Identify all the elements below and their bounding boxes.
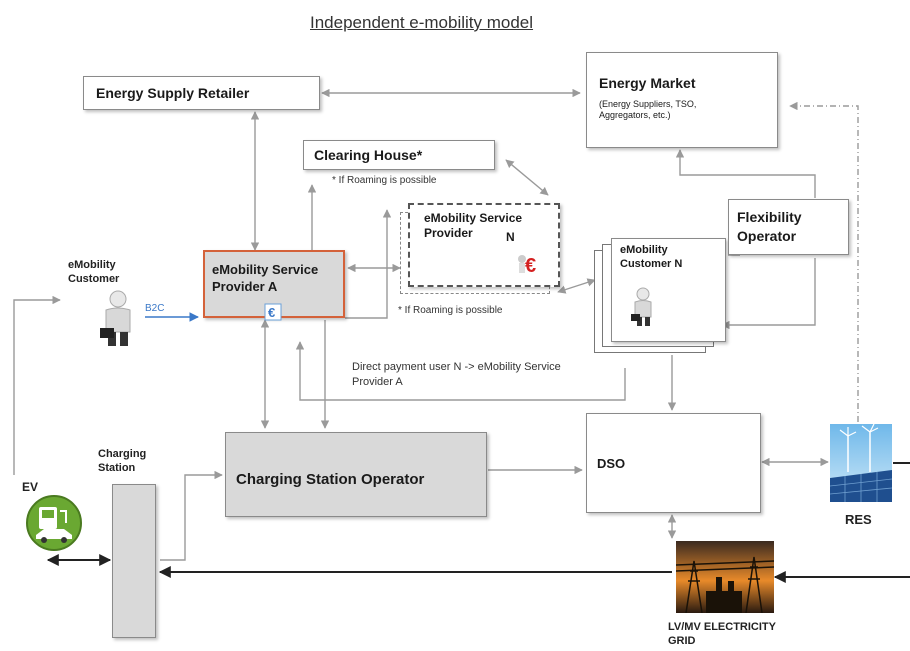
- b2c-label: B2C: [145, 303, 165, 314]
- energy-market-sublabel: (Energy Suppliers, TSO, Aggregators, etc…: [599, 99, 697, 120]
- solar-wind-icon: [829, 423, 893, 502]
- euro-icon: €: [263, 302, 285, 322]
- euro-icon: €: [514, 250, 540, 277]
- res-label: RES: [845, 512, 872, 527]
- power-plant-icon: [675, 541, 775, 614]
- esp-n-node: eMobility Service Provider N €: [408, 203, 560, 287]
- cso-label: Charging Station Operator: [236, 471, 425, 488]
- esp-n-note: * If Roaming is possible: [398, 305, 503, 316]
- charging-station-node: [112, 484, 156, 638]
- esp-n-label: eMobility Service Provider: [424, 211, 523, 240]
- clearing-house-node: Clearing House*: [303, 140, 495, 170]
- flexibility-operator-label: Flexibility Operator: [737, 209, 802, 244]
- person-icon: [96, 290, 140, 353]
- person-icon: [628, 287, 658, 330]
- esp-n-suffix: N: [506, 230, 515, 244]
- dso-label: DSO: [597, 456, 626, 471]
- charging-station-label: Charging Station: [98, 448, 147, 474]
- clearing-house-note: * If Roaming is possible: [332, 175, 437, 186]
- svg-text:€: €: [525, 255, 536, 276]
- ev-label: EV: [22, 480, 39, 494]
- dso-node: DSO: [586, 413, 761, 513]
- diagram-title: Independent e-mobility model: [310, 13, 534, 32]
- direct-payment-label: Direct payment user N -> eMobility Servi…: [352, 361, 561, 388]
- svg-text:€: €: [268, 305, 275, 320]
- energy-market-label: Energy Market: [599, 75, 696, 91]
- esp-a-label: eMobility Service Provider A: [212, 262, 319, 294]
- customer-n-label: eMobility Customer N: [620, 244, 683, 270]
- energy-market-node: Energy Market (Energy Suppliers, TSO, Ag…: [586, 52, 778, 148]
- emobility-customer-label: eMobility Customer: [68, 259, 120, 285]
- customer-n-node: eMobility Customer N: [611, 238, 726, 342]
- energy-supply-retailer-node: Energy Supply Retailer: [83, 76, 320, 110]
- esp-a-node: eMobility Service Provider A €: [203, 250, 345, 321]
- energy-supply-retailer-label: Energy Supply Retailer: [96, 85, 250, 101]
- flexibility-operator-node: Flexibility Operator: [728, 199, 849, 255]
- grid-label: LV/MV ELECTRICITY GRID: [668, 621, 776, 647]
- cso-node: Charging Station Operator: [225, 432, 487, 517]
- ev-icon: [24, 493, 84, 558]
- clearing-house-label: Clearing House*: [314, 147, 423, 163]
